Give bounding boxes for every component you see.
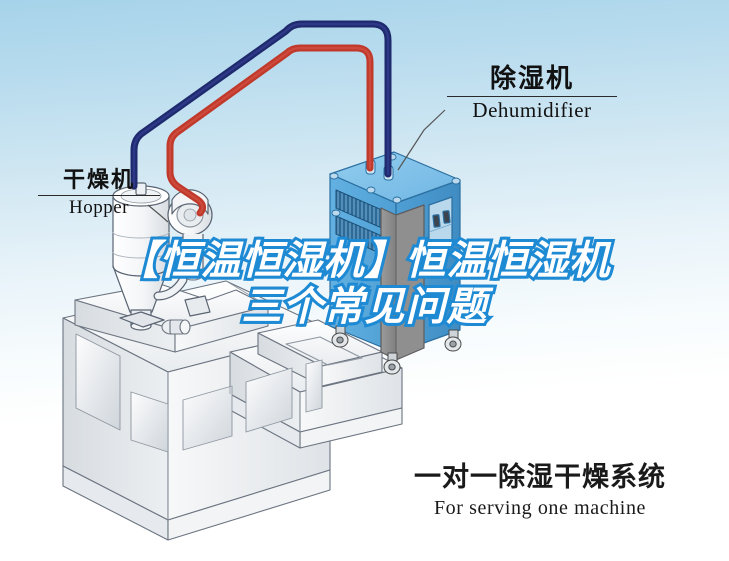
return-hose [130, 20, 392, 190]
leader-line-hopper [147, 204, 169, 223]
callout-dehumidifier-en: Dehumidifier [472, 98, 592, 122]
casters [331, 302, 462, 375]
service-door[interactable] [380, 204, 425, 361]
caster [331, 325, 349, 348]
callout-hopper: 干燥机 Hopper [38, 162, 160, 219]
system-caption: 一对一除湿干燥系统 For serving one machine [390, 455, 690, 520]
caster [444, 329, 462, 352]
callout-hopper-cn: 干燥机 [62, 168, 135, 193]
callout-hopper-rule [38, 195, 160, 196]
callout-hopper-en: Hopper [69, 197, 129, 218]
machine-nozzle [161, 319, 191, 335]
caster [383, 352, 401, 375]
caption-en: For serving one machine [433, 497, 647, 519]
callout-dehumidifier-rule [447, 96, 617, 97]
injection-moulding-machine [62, 280, 403, 541]
callout-dehumidifier: 除湿机 Dehumidifier [447, 58, 617, 123]
hopper-unit [112, 182, 170, 331]
supply-hose [166, 44, 374, 217]
caster [427, 302, 441, 320]
control-panel[interactable] [428, 196, 453, 252]
leader-line-dehumidifier [397, 109, 446, 171]
callout-dehumidifier-cn: 除湿机 [489, 64, 574, 94]
caption-cn: 一对一除湿干燥系统 [414, 462, 666, 493]
